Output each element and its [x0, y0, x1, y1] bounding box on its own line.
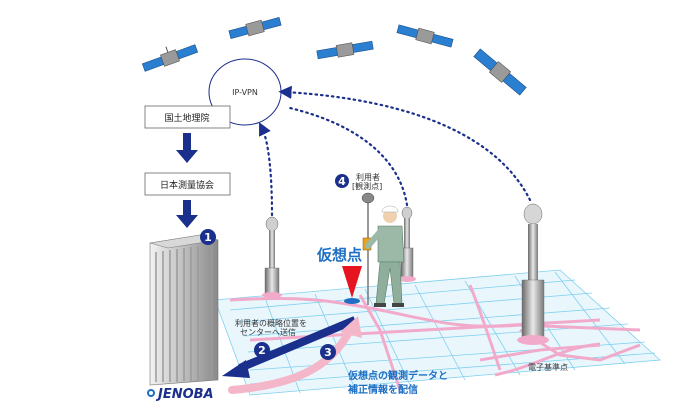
badge-1: 1	[200, 229, 216, 245]
satellite-icon	[473, 48, 527, 96]
gnss-antenna-icon	[398, 206, 416, 282]
deliver-label-line1: 仮想点の観測データと	[347, 369, 448, 382]
gnss-antenna-icon	[262, 216, 282, 298]
jsa-box	[144, 172, 231, 196]
satellite-icon	[396, 24, 454, 48]
badge-4: 4	[335, 174, 349, 188]
surveyor-icon	[361, 192, 405, 307]
badge-2: 2	[254, 342, 270, 358]
road-tail	[494, 342, 601, 377]
ipvpn-label: IP-VPN	[232, 88, 258, 97]
satellite-icon	[316, 40, 374, 60]
down-arrow-icon	[176, 200, 198, 228]
arrow-deliver-data	[228, 316, 362, 394]
data-link-lines	[259, 85, 532, 217]
badge-3: 3	[320, 344, 336, 360]
svg-text:1: 1	[204, 231, 212, 244]
gsi-label: 国土地理院	[164, 112, 209, 124]
user-label-line2: [観測点]	[352, 181, 382, 191]
deliver-label-line2: 補正情報を配信	[347, 383, 418, 396]
svg-text:3: 3	[324, 346, 332, 359]
satellite-icon	[228, 17, 282, 39]
gsi-box	[144, 105, 231, 129]
svg-text:2: 2	[258, 344, 266, 357]
arrow-send-position	[222, 316, 357, 378]
virtual-point-label: 仮想点	[316, 246, 362, 264]
building-icon	[149, 234, 219, 386]
svg-text:4: 4	[338, 175, 346, 188]
reference-station-label: 電子基準点	[528, 362, 568, 372]
send-label-line2: センターへ送信	[240, 327, 296, 337]
satellite-icon	[141, 44, 199, 72]
virtual-point-marker	[342, 266, 362, 304]
jsa-label: 日本測量協会	[160, 179, 214, 191]
gnss-antenna-icon	[517, 203, 549, 345]
logo-text: JENOBA	[155, 387, 214, 402]
down-arrow-icon	[176, 133, 198, 163]
jenoba-logo-icon	[147, 389, 155, 397]
send-label-line1: 利用者の概略位置を	[235, 318, 307, 328]
user-label-line1: 利用者	[356, 172, 380, 182]
